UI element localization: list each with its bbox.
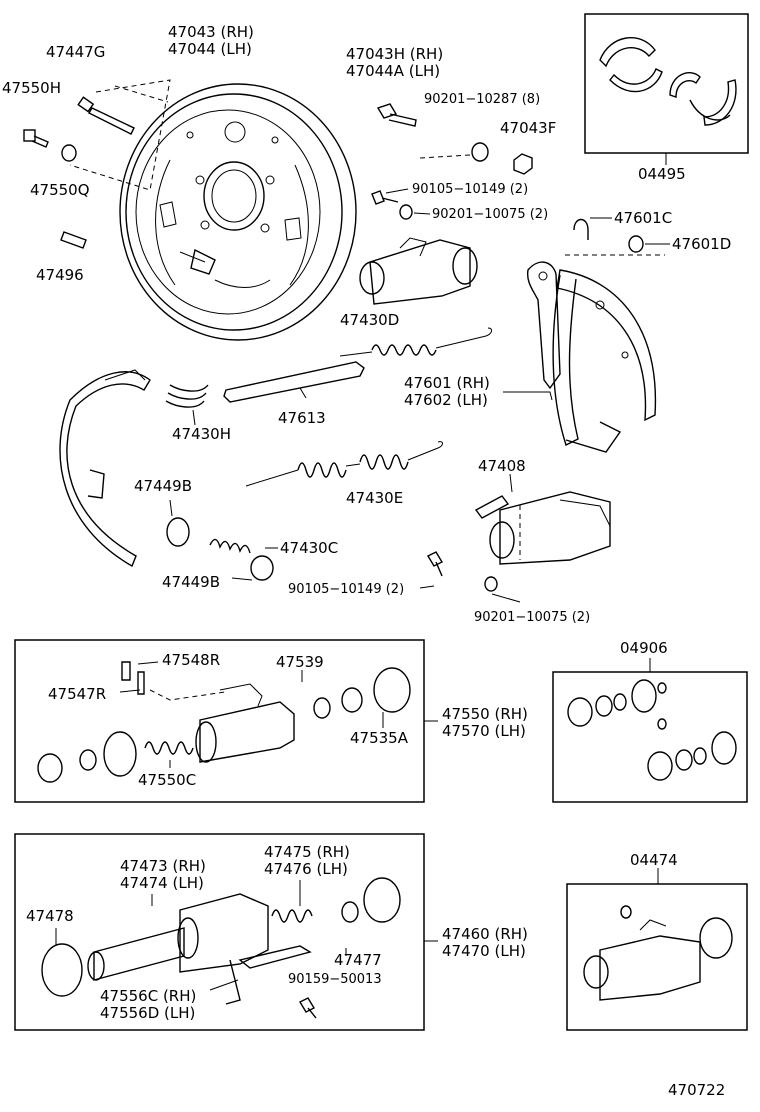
backing-plate [119, 83, 357, 341]
callout-47556C-line1: 47556C (RH) [100, 987, 197, 1005]
washer-47601D [628, 235, 644, 253]
nut-47043F [513, 153, 533, 175]
callout-04474: 04474 [630, 851, 678, 869]
callout-47601-line2: 47602 (LH) [404, 391, 488, 409]
callout-47556C: 47556C (RH) 47556D (LH) [100, 988, 196, 1022]
bleeder-47408 [474, 495, 510, 519]
callout-47449B-bottom: 47449B [162, 573, 221, 591]
callout-47460-line2: 47470 (LH) [442, 942, 526, 960]
callout-47548R: 47548R [162, 651, 221, 669]
callout-47496: 47496 [36, 266, 84, 284]
pin-47496 [60, 231, 87, 249]
callout-47460: 47460 (RH) 47470 (LH) [442, 926, 528, 960]
diagram-id: 470722 [668, 1081, 726, 1099]
bolt-90105-10149-top [371, 190, 399, 205]
callout-04906: 04906 [620, 639, 668, 657]
kit-box-04906 [552, 671, 748, 803]
callout-47473-line2: 47474 (LH) [120, 874, 204, 892]
repair-kit-04906-drawing [567, 679, 737, 781]
callout-47460-line1: 47460 (RH) [442, 925, 528, 943]
cup-47449B-bottom [250, 555, 274, 581]
bolt-47043H [376, 103, 417, 127]
washer-90201-10287 [471, 142, 489, 162]
callout-47408: 47408 [478, 457, 526, 475]
spring-47430E [245, 441, 443, 487]
brake-shoe-right [552, 269, 657, 453]
callout-47478: 47478 [26, 907, 74, 925]
brake-shoe-left [59, 369, 151, 568]
kit-box-04495 [584, 13, 749, 154]
callout-47043: 47043 (RH) 47044 (LH) [168, 24, 254, 58]
parking-lever-47601 [526, 261, 561, 390]
callout-90201-10075-bottom: 90201−10075 (2) [474, 610, 591, 625]
spring-47430C [209, 538, 251, 554]
callout-47475-line1: 47475 (RH) [264, 843, 350, 861]
strut-47613 [223, 361, 365, 403]
callout-47043H-line2: 47044A (LH) [346, 62, 441, 80]
callout-47601C: 47601C [614, 209, 673, 227]
callout-47043F: 47043F [500, 119, 557, 137]
wheel-cylinder-top [359, 237, 478, 305]
callout-47475-line2: 47476 (LH) [264, 860, 348, 878]
bolt-47447G [77, 96, 135, 135]
callout-47430E: 47430E [346, 489, 404, 507]
callout-04495: 04495 [638, 165, 686, 183]
callout-47043H-line1: 47043H (RH) [346, 45, 444, 63]
callout-47477: 47477 [334, 951, 382, 969]
callout-47556C-line2: 47556D (LH) [100, 1004, 196, 1022]
cup-47449B-top [166, 517, 190, 547]
spring-47430D [339, 327, 493, 357]
callout-90105-10149-top: 90105−10149 (2) [412, 182, 529, 197]
callout-47550H: 47550H [2, 79, 61, 97]
callout-47473-line1: 47473 (RH) [120, 857, 206, 875]
callout-47043H: 47043H (RH) 47044A (LH) [346, 46, 443, 80]
callout-47043-line1: 47043 (RH) [168, 23, 254, 41]
callout-47535A: 47535A [350, 729, 408, 747]
shoe-kit-04495-drawing [599, 36, 737, 126]
callout-90105-10149-bottom: 90105−10149 (2) [288, 582, 405, 597]
callout-47550Q: 47550Q [30, 181, 90, 199]
bolt-90159-50013 [299, 997, 317, 1019]
callout-90201-10075-top: 90201−10075 (2) [432, 207, 549, 222]
callout-47430D: 47430D [340, 311, 400, 329]
callout-47475: 47475 (RH) 47476 (LH) [264, 844, 350, 878]
washer-90201-10075-top [399, 204, 413, 220]
callout-47430C: 47430C [280, 539, 339, 557]
washer-90201-10075-bottom [484, 576, 498, 592]
repair-kit-04474-drawing [583, 905, 733, 1001]
wheel-cylinder-lower [474, 491, 611, 565]
callout-47550-line2: 47570 (LH) [442, 722, 526, 740]
bolt-90105-10149-bottom [427, 551, 443, 577]
callout-47550: 47550 (RH) 47570 (LH) [442, 706, 528, 740]
callout-47449B-top: 47449B [134, 477, 193, 495]
callout-47550C: 47550C [138, 771, 197, 789]
callout-47601D: 47601D [672, 235, 732, 253]
callout-47601-line1: 47601 (RH) [404, 374, 490, 392]
washer-47550Q [61, 144, 77, 162]
callout-47547R: 47547R [48, 685, 107, 703]
assembly-box-47460 [14, 833, 425, 1031]
callout-47613: 47613 [278, 409, 326, 427]
cylinder-assembly-47460 [41, 877, 401, 1005]
hold-down-springs-47430H [165, 384, 209, 408]
bolt-47550H [23, 129, 49, 148]
callout-47430H: 47430H [172, 425, 231, 443]
callout-47601: 47601 (RH) 47602 (LH) [404, 375, 490, 409]
callout-47539: 47539 [276, 653, 324, 671]
clip-47601C [573, 218, 589, 240]
callout-90159-50013: 90159−50013 [288, 972, 382, 987]
callout-90201-10287: 90201−10287 (8) [424, 92, 541, 107]
callout-47473: 47473 (RH) 47474 (LH) [120, 858, 206, 892]
kit-box-04474 [566, 883, 748, 1031]
callout-47447G: 47447G [46, 43, 106, 61]
cylinder-assembly-47550 [37, 661, 411, 783]
callout-47550-line1: 47550 (RH) [442, 705, 528, 723]
callout-47043-line2: 47044 (LH) [168, 40, 252, 58]
